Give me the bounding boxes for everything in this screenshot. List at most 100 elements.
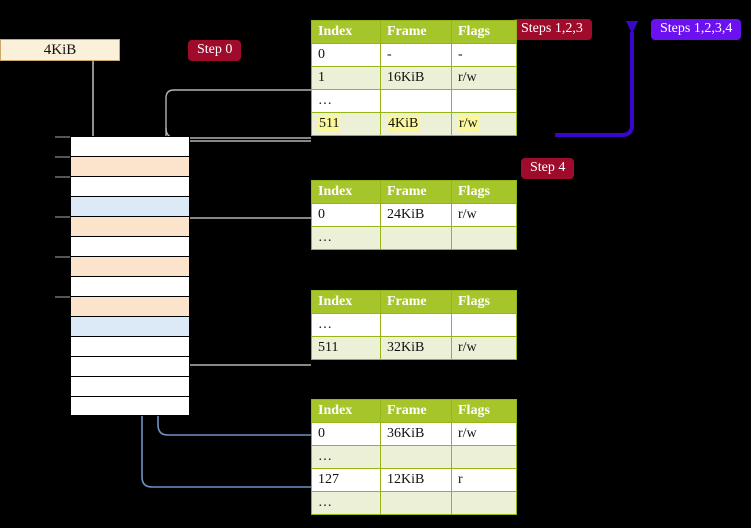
memory-frame-row <box>70 396 190 416</box>
column-header-frame: Frame <box>380 180 452 204</box>
table-cell: … <box>311 491 381 515</box>
table-cell: r <box>451 468 517 492</box>
table-cell <box>380 445 452 469</box>
table-cell <box>451 226 517 250</box>
table-cell: r/w <box>451 422 517 446</box>
memory-scale-tick <box>55 256 70 258</box>
memory-scale-tick <box>55 176 70 178</box>
memory-frame-row <box>70 156 190 176</box>
table-cell: r/w <box>451 112 517 136</box>
table-cell: 16KiB <box>380 66 452 90</box>
table-row[interactable]: 511 4KiB r/w <box>311 112 517 136</box>
table-cell: 1 <box>311 66 381 90</box>
table-cell <box>451 445 517 469</box>
physical-memory-column <box>70 136 190 416</box>
table-cell: 511 <box>311 336 381 360</box>
table-row[interactable]: 0-- <box>311 43 517 67</box>
memory-scale-tick <box>55 216 70 218</box>
table-cell: 0 <box>311 203 381 227</box>
memory-frame-row <box>70 236 190 256</box>
table-cell <box>380 89 452 113</box>
frame-4kib-label: 4KiB <box>43 41 77 58</box>
table-cell <box>451 491 517 515</box>
table-cell: 0 <box>311 43 381 67</box>
column-header-flags: Flags <box>451 180 517 204</box>
table-cell <box>380 226 452 250</box>
memory-frame-row <box>70 256 190 276</box>
table-cell: 127 <box>311 468 381 492</box>
badge-steps-1234: Steps 1,2,3,4 <box>651 19 742 40</box>
table-cell: 36KiB <box>380 422 452 446</box>
table-cell: … <box>311 89 381 113</box>
table-row[interactable]: … <box>311 226 517 250</box>
table-cell <box>451 313 517 337</box>
column-header-index: Index <box>311 180 381 204</box>
table-cell <box>451 89 517 113</box>
badge-step-4: Step 4 <box>521 158 575 179</box>
table-row[interactable]: … <box>311 313 517 337</box>
table-cell: 12KiB <box>380 468 452 492</box>
column-header-flags: Flags <box>451 20 517 44</box>
memory-scale-tick <box>55 136 70 138</box>
table-cell <box>380 491 452 515</box>
table-cell: 511 <box>311 112 381 136</box>
badge-step-0: Step 0 <box>188 40 242 61</box>
column-header-flags: Flags <box>451 399 517 423</box>
memory-frame-row <box>70 296 190 316</box>
table-cell: 32KiB <box>380 336 452 360</box>
table-row[interactable]: … <box>311 445 517 469</box>
table-row[interactable]: … <box>311 491 517 515</box>
memory-frame-row <box>70 276 190 296</box>
memory-frame-row <box>70 336 190 356</box>
badge-steps-123: Steps 1,2,3 <box>512 19 592 40</box>
steps-bracket-arrow <box>555 21 638 137</box>
memory-frame-row <box>70 376 190 396</box>
table-cell: … <box>311 313 381 337</box>
memory-scale-tick <box>55 156 70 158</box>
memory-frame-row <box>70 136 190 156</box>
table-cell: … <box>311 445 381 469</box>
frame-4kib-box: 4KiB <box>0 39 120 61</box>
column-header-flags: Flags <box>451 290 517 314</box>
column-header-index: Index <box>311 290 381 314</box>
memory-frame-row <box>70 196 190 216</box>
highlighted-value: 511 <box>318 116 341 131</box>
column-header-frame: Frame <box>380 399 452 423</box>
connector-pd-511 <box>175 308 311 366</box>
highlighted-value: 4KiB <box>387 116 420 131</box>
connector-pdpt-0 <box>175 217 311 262</box>
table-cell: 4KiB <box>380 112 452 136</box>
table-cell: - <box>451 43 517 67</box>
column-header-index: Index <box>311 399 381 423</box>
table-cell: - <box>380 43 452 67</box>
column-header-index: Index <box>311 20 381 44</box>
memory-frame-row <box>70 216 190 236</box>
column-header-frame: Frame <box>380 20 452 44</box>
table-cell: r/w <box>451 203 517 227</box>
table-cell: 0 <box>311 422 381 446</box>
table-row[interactable]: … <box>311 89 517 113</box>
table-cell: 24KiB <box>380 203 452 227</box>
table-cell: r/w <box>451 336 517 360</box>
memory-frame-row <box>70 356 190 376</box>
table-cell: … <box>311 226 381 250</box>
table-cell: r/w <box>451 66 517 90</box>
table-cell <box>380 313 452 337</box>
memory-frame-row <box>70 316 190 336</box>
column-header-frame: Frame <box>380 290 452 314</box>
memory-scale-tick <box>55 296 70 298</box>
